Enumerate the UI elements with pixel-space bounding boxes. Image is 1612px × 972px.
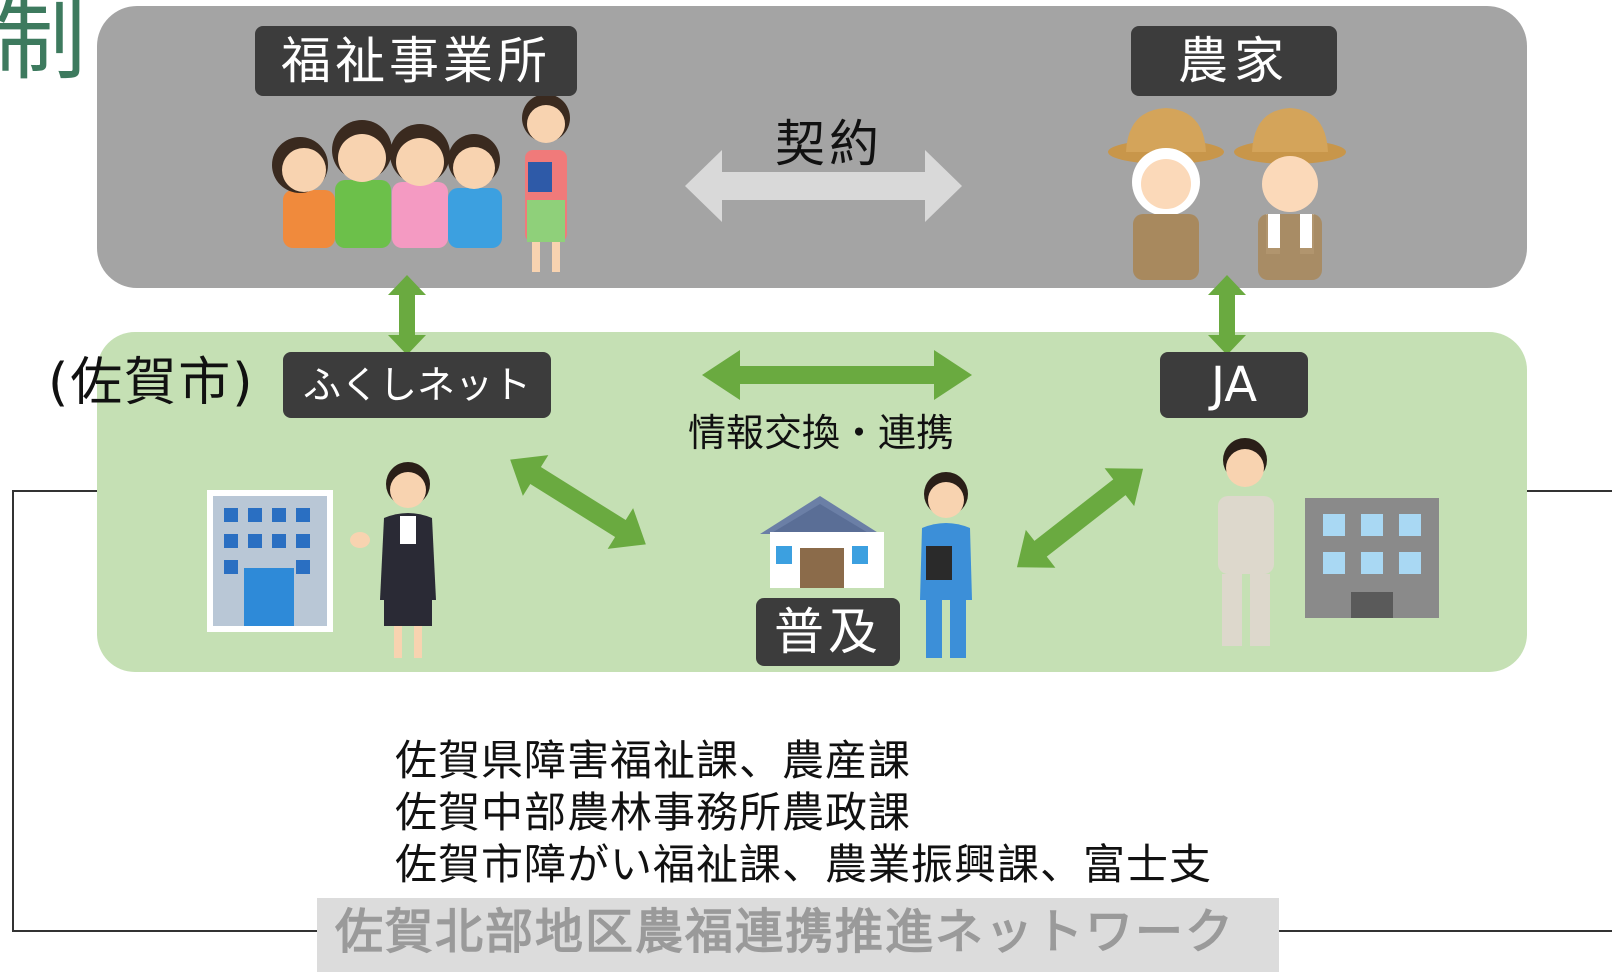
network-banner: [317, 898, 1279, 972]
extension-staff-illustration: [920, 472, 972, 658]
ja-extension-arrow: [1016, 468, 1144, 568]
info-exchange-label: 情報交換・連携: [688, 411, 955, 455]
organization-list: 佐賀県障害福祉課、農産課 佐賀中部農林事務所農政課 佐賀市障がい福祉課、農業振興…: [395, 735, 1212, 891]
house-icon: [760, 496, 884, 588]
info-exchange-arrow: [702, 350, 972, 400]
network-name: 佐賀北部地区農福連携推進ネットワーク: [335, 904, 1236, 960]
ja-building-icon: [1305, 498, 1439, 618]
office-building-icon: [207, 490, 333, 632]
farmers-illustration: [1108, 108, 1346, 280]
welfare-office-label: 福祉事業所: [255, 26, 577, 96]
partial-title: 制: [0, 0, 87, 93]
fukushinet-extension-arrow: [510, 455, 646, 549]
welfare-link-arrow: [388, 275, 426, 355]
fukushinet-staff-illustration: [350, 462, 436, 658]
contract-label: 契約: [775, 115, 883, 173]
ja-link-arrow: [1208, 275, 1246, 355]
city-label: (佐賀市): [48, 353, 255, 413]
farmer-label: 農家: [1131, 26, 1337, 96]
extension-label: 普及: [756, 598, 900, 666]
organization-item: 佐賀市障がい福祉課、農業振興課、富士支: [395, 840, 1213, 889]
organization-item: 佐賀県障害福祉課、農産課: [395, 736, 912, 785]
ja-staff-illustration: [1218, 438, 1274, 646]
ja-label: JA: [1160, 352, 1308, 418]
organization-item: 佐賀中部農林事務所農政課: [395, 788, 912, 837]
contract-arrow: [685, 150, 962, 222]
welfare-group-illustration: [272, 94, 570, 272]
fukushi-net-label: ふくしネット: [283, 352, 551, 418]
